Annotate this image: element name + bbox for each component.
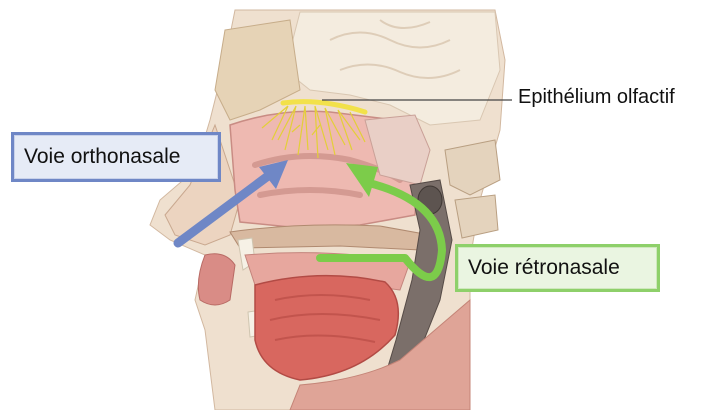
orthonasal-route-label: Voie orthonasale bbox=[11, 132, 221, 182]
lips bbox=[198, 254, 235, 305]
olfactory-epithelium-label: Epithélium olfactif bbox=[518, 86, 675, 109]
retronasal-route-label: Voie rétronasale bbox=[455, 244, 660, 292]
